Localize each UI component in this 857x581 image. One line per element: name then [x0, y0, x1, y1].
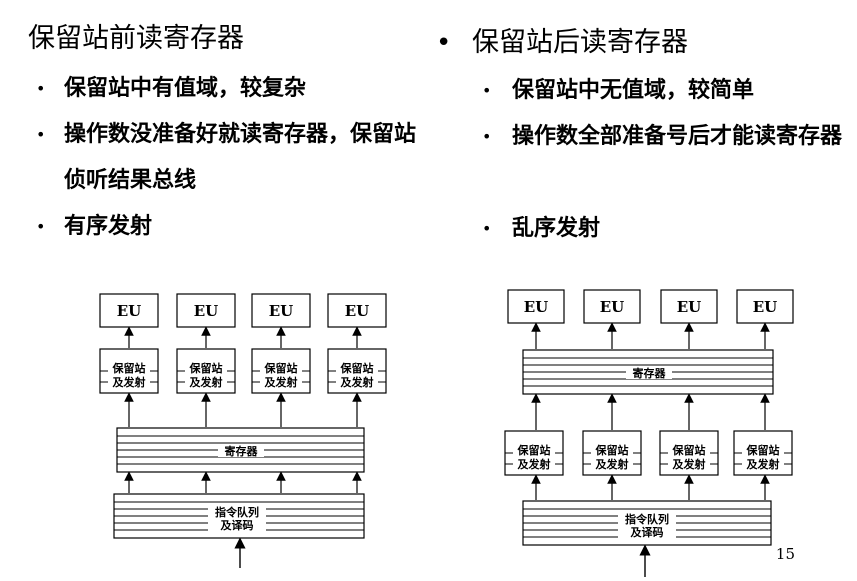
left-bullet-item: • 有序发射 [36, 210, 416, 244]
left-diagram: EU EU EU EU 保留站 及发射 [99, 293, 387, 568]
left-heading: 保留站前读寄存器 [28, 23, 244, 54]
left-reservation-station: 保留站 及发射 [327, 348, 387, 394]
rs-label: 及发射 [265, 375, 298, 389]
bullet-dot: • [36, 125, 46, 144]
right-reservation-station: 保留站 及发射 [582, 430, 642, 476]
queue-label: 指令队列 [625, 512, 669, 526]
right-eu-unit: EU [507, 289, 565, 324]
rs-label: 保留站 [189, 361, 223, 375]
eu-label: EU [753, 298, 778, 316]
register-label: 寄存器 [225, 444, 259, 458]
left-instruction-queue: 指令队列 及译码 [113, 493, 365, 539]
rs-label: 及发射 [673, 457, 706, 471]
left-bullet-text: 保留站中有值域，较复杂 [64, 76, 307, 101]
queue-label: 及译码 [221, 519, 254, 532]
left-reservation-station: 保留站 及发射 [176, 348, 236, 394]
bullet-dot: • [482, 127, 492, 146]
right-bullet-item: • 乱序发射 [482, 212, 842, 246]
right-bullet-text: 操作数全部准备号后才能读寄存器 [512, 124, 843, 149]
right-bullet-text: 乱序发射 [512, 216, 601, 241]
left-eu-unit: EU [327, 293, 387, 328]
right-eu-unit: EU [583, 289, 641, 324]
right-eu-unit: EU [736, 289, 794, 324]
right-diagram: EU EU EU EU 寄存器 [504, 289, 794, 577]
rs-label: 保留站 [264, 361, 298, 375]
rs-label: 及发射 [341, 375, 374, 389]
left-reservation-station: 保留站 及发射 [251, 348, 311, 394]
heading-bullet-dot: • [436, 28, 452, 58]
right-bullet-item: • 操作数全部准备号后才能读寄存器 [482, 120, 842, 160]
left-register-file: 寄存器 [116, 427, 365, 473]
left-bullet-text: 有序发射 [64, 214, 153, 239]
queue-label: 指令队列 [215, 505, 259, 519]
left-eu-unit: EU [99, 293, 159, 328]
rs-label: 保留站 [340, 361, 374, 375]
left-arrows-queue-to-reg [124, 471, 362, 493]
left-arrows-rs-to-eu [124, 326, 362, 348]
right-instruction-queue: 指令队列 及译码 [522, 500, 772, 546]
left-reservation-station: 保留站 及发射 [99, 348, 159, 394]
rs-label: 及发射 [518, 457, 551, 471]
right-heading: 保留站后读寄存器 [472, 27, 688, 58]
bullet-dot: • [36, 217, 46, 236]
left-arrows-reg-to-rs [124, 392, 362, 427]
right-reservation-station: 保留站 及发射 [504, 430, 564, 476]
left-eu-unit: EU [176, 293, 236, 328]
eu-label: EU [194, 302, 219, 320]
left-bullet-text: 操作数没准备好就读寄存器，保留站侦听结果总线 [64, 122, 417, 193]
rs-label: 保留站 [112, 361, 146, 375]
queue-label: 及译码 [631, 526, 664, 539]
right-bullet-text: 保留站中无值域，较简单 [512, 78, 755, 103]
right-arrows-rs-to-reg [531, 393, 770, 430]
rs-label: 保留站 [672, 443, 706, 457]
right-reservation-station: 保留站 及发射 [733, 430, 793, 476]
left-eu-unit: EU [251, 293, 311, 328]
rs-label: 及发射 [113, 375, 146, 389]
eu-label: EU [600, 298, 625, 316]
right-bullet-item: • 保留站中无值域，较简单 [482, 74, 842, 108]
rs-label: 保留站 [595, 443, 629, 457]
right-eu-unit: EU [660, 289, 718, 324]
rs-label: 及发射 [190, 375, 223, 389]
rs-label: 保留站 [517, 443, 551, 457]
right-arrows-reg-to-eu [531, 322, 770, 349]
eu-label: EU [524, 298, 549, 316]
register-label: 寄存器 [633, 366, 667, 380]
bullet-dot: • [482, 81, 492, 100]
rs-label: 及发射 [596, 457, 629, 471]
eu-label: EU [117, 302, 142, 320]
rs-label: 保留站 [746, 443, 780, 457]
bullet-dot: • [36, 79, 46, 98]
eu-label: EU [677, 298, 702, 316]
page-number: 15 [775, 545, 795, 563]
right-register-file: 寄存器 [522, 349, 774, 395]
right-arrows-queue-to-rs [531, 474, 770, 500]
eu-label: EU [345, 302, 370, 320]
bullet-dot: • [482, 219, 492, 238]
left-bullet-item: • 保留站中有值域，较复杂 [36, 72, 416, 106]
rs-label: 及发射 [747, 457, 780, 471]
left-bullet-item: • 操作数没准备好就读寄存器，保留站侦听结果总线 [36, 118, 426, 204]
right-reservation-station: 保留站 及发射 [659, 430, 719, 476]
eu-label: EU [269, 302, 294, 320]
